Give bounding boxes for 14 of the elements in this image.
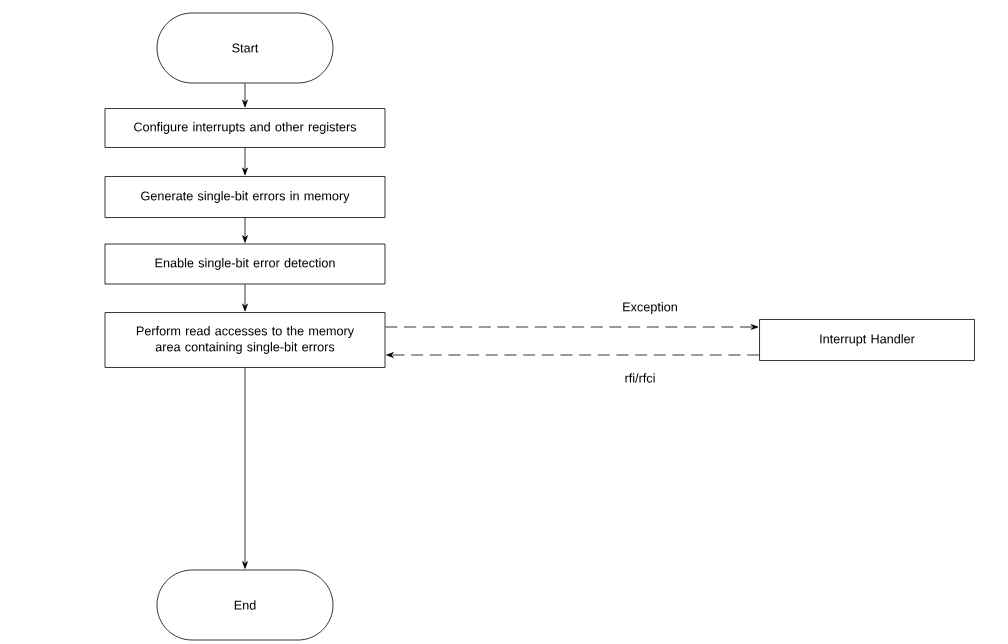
edge-label: rfi/rfci xyxy=(623,372,657,384)
arrow xyxy=(242,217,248,243)
arrow xyxy=(242,83,248,108)
process-box: Perform read accesses to the memory area containing single-bit errors xyxy=(104,312,386,368)
edge-label: Exception xyxy=(620,300,680,316)
arrow xyxy=(385,324,759,330)
arrow xyxy=(242,284,248,312)
process-box: Interrupt Handler xyxy=(759,319,975,361)
process-box: Generate single-bit errors in memory xyxy=(104,176,386,218)
arrow xyxy=(242,367,248,569)
process-box: Enable single-bit error detection xyxy=(104,243,386,285)
arrow xyxy=(386,352,760,358)
arrow xyxy=(242,147,248,176)
process-box: Configure interrupts and other registers xyxy=(104,108,386,148)
